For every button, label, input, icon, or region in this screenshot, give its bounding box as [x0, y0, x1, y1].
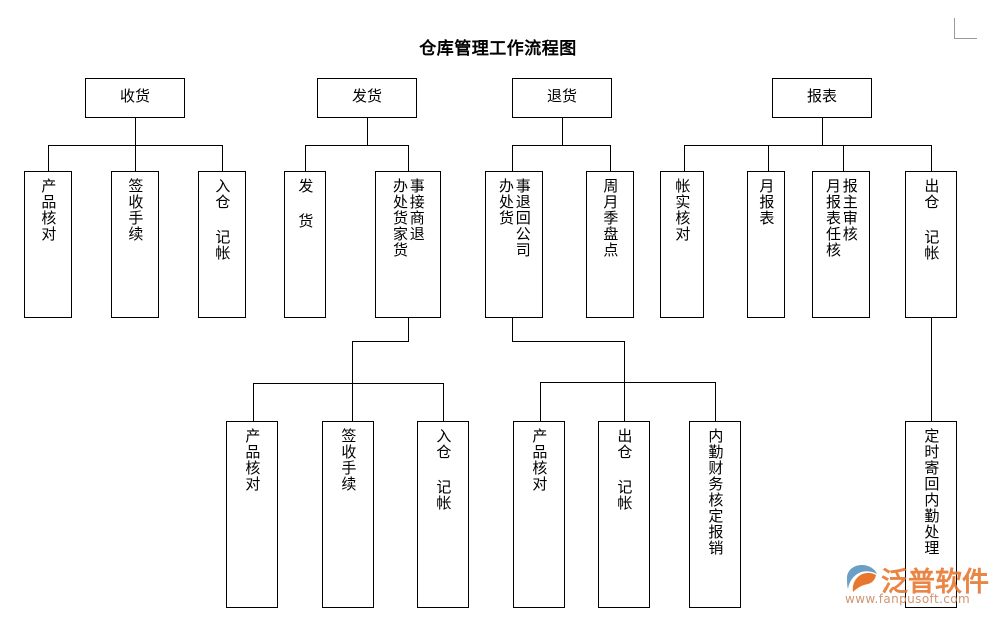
connector-returns-drop-2: [610, 145, 611, 171]
node-receiving-child-3[interactable]: 入仓 记帐: [198, 171, 246, 318]
connector-shipping-sub-stem-a: [408, 318, 409, 342]
node-label: 发 货: [296, 178, 315, 229]
node-shipping-sub-2[interactable]: 签收手续: [322, 421, 374, 608]
connector-returns-sub-drop-1: [540, 382, 541, 421]
connector-reports-drop-3: [843, 145, 844, 171]
node-label: 产品核对: [530, 428, 549, 492]
node-reports-child-3[interactable]: 报主审核 月报表任核: [812, 171, 870, 318]
node-label: 月报表: [757, 178, 776, 226]
connector-shipping-sub-jog: [352, 341, 409, 342]
connector-returns-bus: [512, 145, 611, 146]
node-label: 报表: [806, 87, 837, 105]
node-label: 定时寄回内勤处理: [922, 428, 941, 556]
connector-shipping-sub-drop-1: [253, 383, 254, 421]
node-label: 签收手续: [126, 178, 145, 242]
node-returns-sub-2[interactable]: 出仓 记帐: [598, 421, 650, 608]
node-label: 签收手续: [339, 428, 358, 492]
connector-shipping-bus: [305, 145, 409, 146]
connector-receiving-stem: [135, 118, 136, 145]
node-label: 发货: [351, 87, 382, 105]
node-receiving-child-1[interactable]: 产品核对: [24, 171, 72, 318]
node-label-col-right: 事退回公司: [513, 178, 532, 258]
node-label-col-left: 月报表任核: [824, 178, 842, 258]
connector-shipping-drop-1: [305, 145, 306, 171]
page-title: 仓库管理工作流程图: [419, 39, 577, 59]
node-label-col-left: 办处货: [497, 178, 515, 226]
node-returns-sub-3[interactable]: 内勤财务核定报销: [689, 421, 741, 608]
node-header-receiving[interactable]: 收货: [85, 78, 185, 118]
connector-receiving-drop-2: [135, 145, 136, 171]
node-reports-sub-1[interactable]: 定时寄回内勤处理: [905, 421, 957, 608]
node-returns-child-2[interactable]: 周月季盘点: [586, 171, 634, 318]
node-label-col-left: 办处货家货: [391, 178, 409, 258]
node-label: 产品核对: [39, 178, 58, 242]
node-label: 帐实核对: [673, 178, 692, 242]
node-label-col-right: 报主审核: [840, 178, 859, 242]
node-label: 收货: [119, 87, 150, 105]
connector-reports-drop-4: [931, 145, 932, 171]
connector-returns-drop-1: [512, 145, 513, 171]
node-label: 入仓 记帐: [434, 428, 453, 511]
connector-receiving-drop-3: [222, 145, 223, 171]
connector-shipping-drop-2: [408, 145, 409, 171]
node-reports-child-1[interactable]: 帐实核对: [660, 171, 704, 318]
connector-returns-stem: [562, 118, 563, 145]
connector-shipping-sub-drop-3: [443, 383, 444, 421]
brand-logo-icon: [847, 565, 877, 592]
connector-shipping-stem: [367, 118, 368, 145]
connector-shipping-sub-stem-b: [352, 341, 353, 383]
connector-receiving-drop-1: [48, 145, 49, 171]
node-label: 内勤财务核定报销: [706, 428, 725, 556]
node-reports-child-4[interactable]: 出仓 记帐: [905, 171, 957, 318]
connector-returns-sub-stem-b: [624, 341, 625, 382]
node-shipping-child-2[interactable]: 事接商退 办处货家货: [375, 171, 441, 318]
connector-reports-drop-2: [768, 145, 769, 171]
node-shipping-sub-3[interactable]: 入仓 记帐: [417, 421, 469, 608]
node-label: 入仓 记帐: [213, 178, 232, 261]
connector-returns-sub-drop-3: [715, 382, 716, 421]
connector-reports-drop-1: [684, 145, 685, 171]
connector-reports-stem: [822, 118, 823, 145]
connector-returns-sub-drop-2: [624, 382, 625, 421]
node-label: 周月季盘点: [601, 178, 620, 258]
node-label-col-right: 事接商退: [407, 178, 426, 242]
connector-reports-sub-stem: [931, 318, 932, 421]
node-returns-child-1[interactable]: 事退回公司 办处货: [485, 171, 543, 318]
node-header-shipping[interactable]: 发货: [317, 78, 417, 118]
node-receiving-child-2[interactable]: 签收手续: [111, 171, 159, 318]
connector-returns-sub-jog: [512, 341, 625, 342]
node-returns-sub-1[interactable]: 产品核对: [513, 421, 565, 608]
connector-shipping-sub-drop-2: [352, 383, 353, 421]
node-label: 出仓 记帐: [922, 178, 941, 261]
node-shipping-child-1[interactable]: 发 货: [284, 171, 326, 318]
connector-reports-bus: [684, 145, 932, 146]
node-header-returns[interactable]: 退货: [512, 78, 612, 118]
node-label: 出仓 记帐: [615, 428, 634, 511]
node-shipping-sub-1[interactable]: 产品核对: [226, 421, 278, 608]
connector-returns-sub-stem-a: [512, 318, 513, 342]
page-corner-mark: [954, 18, 977, 39]
connector-shipping-sub-bus: [253, 383, 444, 384]
node-header-reports[interactable]: 报表: [772, 78, 872, 118]
node-label: 产品核对: [243, 428, 262, 492]
node-label: 退货: [546, 87, 577, 105]
node-reports-child-2[interactable]: 月报表: [747, 171, 785, 318]
connector-returns-sub-bus: [540, 382, 716, 383]
